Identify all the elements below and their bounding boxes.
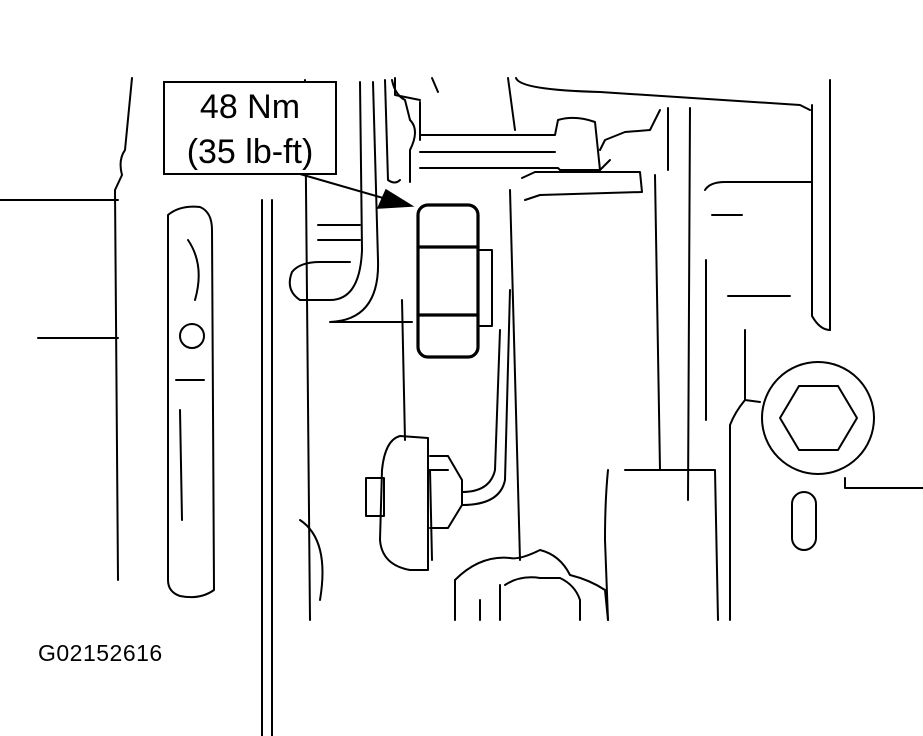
arrowhead-icon: [376, 188, 415, 209]
hex-bolt: [416, 203, 493, 359]
callout-arrow: [299, 173, 415, 209]
hex-plug: [761, 361, 923, 551]
torque-callout: 48 Nm (35 lb-ft): [163, 81, 337, 175]
callout-torque-nm: 48 Nm: [200, 88, 300, 126]
lower-right-panel: [454, 469, 719, 621]
right-channel: [509, 79, 831, 621]
left-frame-rail: [0, 77, 133, 581]
slotted-bracket: [167, 205, 215, 599]
hose-clamp: [365, 289, 511, 571]
central-column: [384, 79, 433, 561]
top-pipe-assembly: [394, 77, 811, 201]
curved-hose: [288, 81, 413, 323]
figure-id-label: G02152616: [38, 640, 163, 666]
callout-torque-lbft: (35 lb-ft): [187, 133, 314, 171]
